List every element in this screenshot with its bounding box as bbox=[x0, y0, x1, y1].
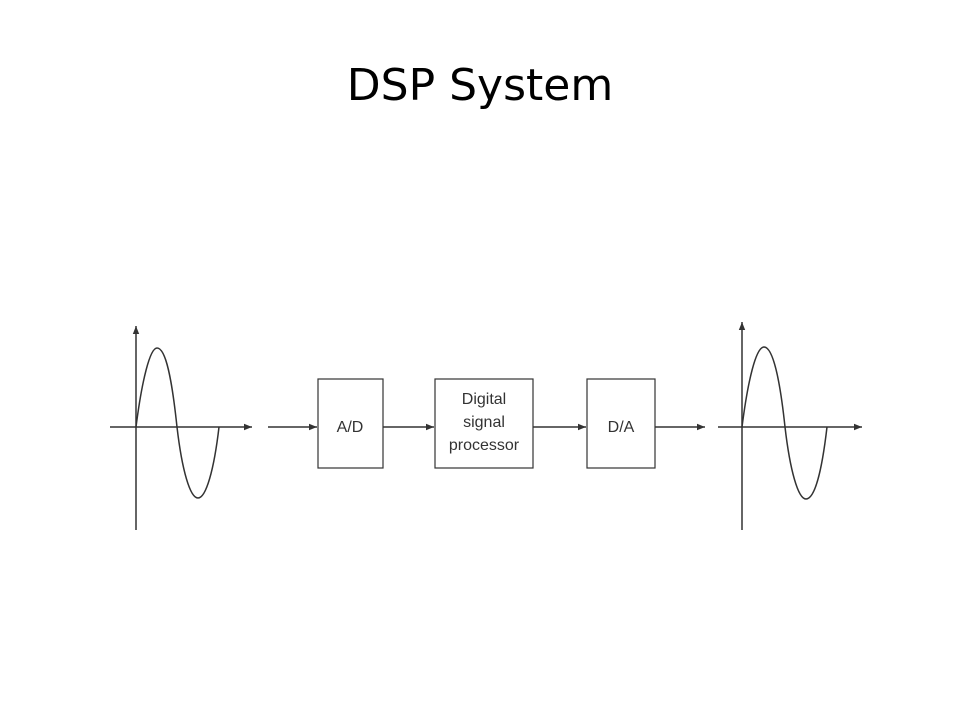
input-sine-wave bbox=[135, 347, 220, 499]
digital-signal-processor-block: Digital signal processor bbox=[434, 378, 534, 469]
ad-converter-block: A/D bbox=[317, 378, 384, 469]
da-converter-block: D/A bbox=[586, 378, 656, 469]
dsp-label-line-1: Digital bbox=[462, 391, 506, 408]
output-signal-plot bbox=[718, 322, 862, 530]
slide-title: DSP System bbox=[346, 60, 614, 111]
input-signal-plot bbox=[110, 326, 252, 530]
output-sine-wave bbox=[741, 346, 828, 500]
da-label: D/A bbox=[608, 419, 635, 436]
dsp-label-line-2: signal bbox=[463, 414, 505, 431]
ad-label: A/D bbox=[337, 419, 364, 436]
dsp-label-line-3: processor bbox=[449, 437, 520, 454]
